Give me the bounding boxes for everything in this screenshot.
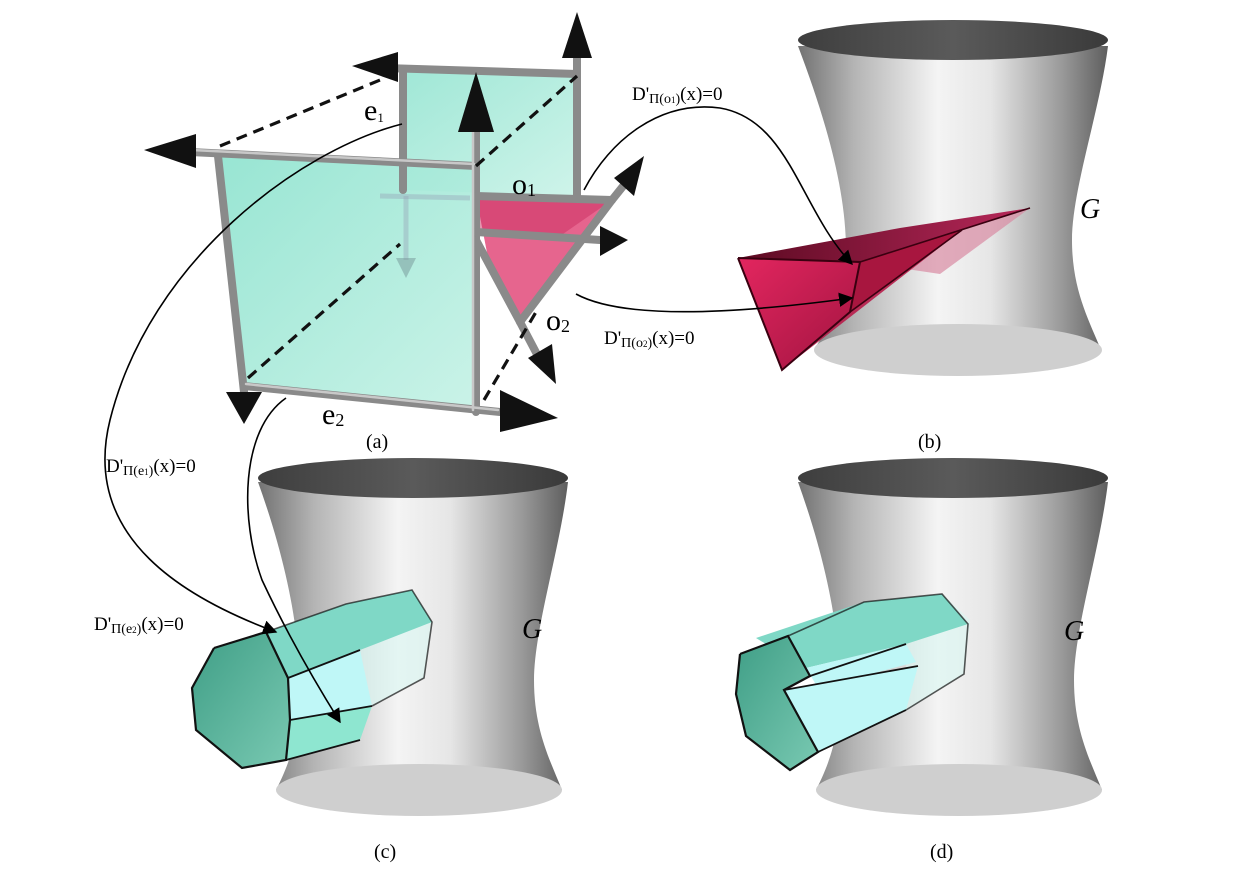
prism-d-edge-2 bbox=[783, 665, 919, 691]
dashed-edge-top bbox=[219, 76, 386, 148]
arrowhead-wedge-up bbox=[614, 156, 644, 196]
arrowhead-wedge-right bbox=[600, 226, 628, 256]
rod-highlight-1 bbox=[190, 148, 476, 166]
prism-c-top-edges bbox=[265, 589, 433, 707]
label-o2: o2 bbox=[546, 304, 570, 337]
prism-d-body-top bbox=[756, 594, 968, 668]
arrowhead-right-bottom bbox=[500, 390, 558, 432]
dashed-edge-inner bbox=[246, 242, 402, 380]
rod-wedge-back bbox=[472, 236, 524, 326]
prism-c-body-top bbox=[266, 590, 432, 678]
caption-b: (b) bbox=[918, 431, 941, 453]
prism-c-body-mid bbox=[288, 650, 372, 720]
rod-wedge-side bbox=[516, 196, 616, 326]
panel-b bbox=[737, 20, 1108, 376]
curve-o1-to-b bbox=[583, 106, 853, 266]
arrowhead-wedge-down bbox=[528, 344, 556, 384]
curve-e1-to-c bbox=[104, 123, 403, 635]
arrowhead-up-back bbox=[562, 12, 592, 58]
equation-o2: D'Π(o2)(x)=0 bbox=[604, 328, 695, 351]
prism-d-notch-upper bbox=[806, 644, 916, 688]
rod-bottom-front bbox=[240, 382, 504, 416]
caption-c: (c) bbox=[374, 841, 396, 863]
prism-d-edge-1 bbox=[809, 643, 907, 677]
label-g-d: G bbox=[1064, 616, 1084, 647]
rod-wedge-top bbox=[472, 192, 616, 204]
cylinder-c-top bbox=[258, 458, 568, 498]
ghost-arrowhead bbox=[396, 258, 416, 278]
panel-a bbox=[144, 12, 644, 432]
rod-top-back bbox=[381, 64, 581, 78]
curve-o2-to-b bbox=[575, 292, 854, 313]
rod-top-front bbox=[186, 148, 480, 170]
cylinder-b-top bbox=[798, 20, 1108, 60]
caption-d: (d) bbox=[930, 841, 953, 863]
label-g-c: G bbox=[522, 614, 542, 645]
rod-highlight-3 bbox=[244, 382, 500, 412]
rod-wedge-mid bbox=[472, 228, 604, 244]
arrowhead-down-left bbox=[226, 392, 262, 424]
wedge-b-edge-1 bbox=[859, 207, 1031, 263]
equation-e1: D'Π(e1)(x)=0 bbox=[106, 456, 196, 479]
prism-c-edge-3 bbox=[285, 739, 361, 761]
rod-left-front bbox=[214, 152, 248, 396]
label-g-b: G bbox=[1080, 194, 1100, 225]
panel-d bbox=[734, 458, 1108, 816]
prism-d-top-edges bbox=[787, 593, 969, 711]
wedge-b-lower bbox=[782, 230, 962, 370]
prism-c-body-low bbox=[286, 706, 372, 760]
wedge-b-top bbox=[738, 208, 1030, 262]
label-o1: o1 bbox=[512, 168, 536, 201]
rod-ghost-1 bbox=[379, 193, 471, 201]
equation-e2: D'Π(e2)(x)=0 bbox=[94, 614, 184, 637]
prism-d-edge-3 bbox=[817, 709, 907, 753]
prism-c-front bbox=[192, 632, 290, 768]
cylinder-c-bottom bbox=[276, 764, 562, 816]
prism-d-front bbox=[736, 636, 818, 770]
front-voronoi-face bbox=[218, 156, 476, 412]
prism-c-edge-1 bbox=[287, 649, 361, 679]
dashed-edge-diag bbox=[474, 74, 579, 168]
cylinder-b-bottom bbox=[814, 324, 1102, 376]
label-e1: e1 bbox=[364, 94, 384, 127]
wedge-b-edge-2 bbox=[849, 229, 963, 313]
caption-a: (a) bbox=[366, 431, 388, 453]
label-e2: e2 bbox=[322, 398, 344, 431]
wedge-b-front bbox=[738, 258, 860, 370]
equation-o1: D'Π(o1)(x)=0 bbox=[632, 84, 723, 107]
dashed-edge-lower bbox=[482, 311, 538, 401]
vertex-wedge-shade bbox=[476, 196, 612, 236]
arrowhead-up-front bbox=[458, 72, 494, 132]
cylinder-d-top bbox=[798, 458, 1108, 498]
curve-e2-to-c bbox=[246, 397, 341, 724]
cylinder-d-bottom bbox=[816, 764, 1102, 816]
arrowhead-back-left bbox=[352, 52, 398, 82]
arrowhead-left bbox=[144, 134, 196, 168]
prism-d-notch-lower bbox=[784, 666, 918, 752]
